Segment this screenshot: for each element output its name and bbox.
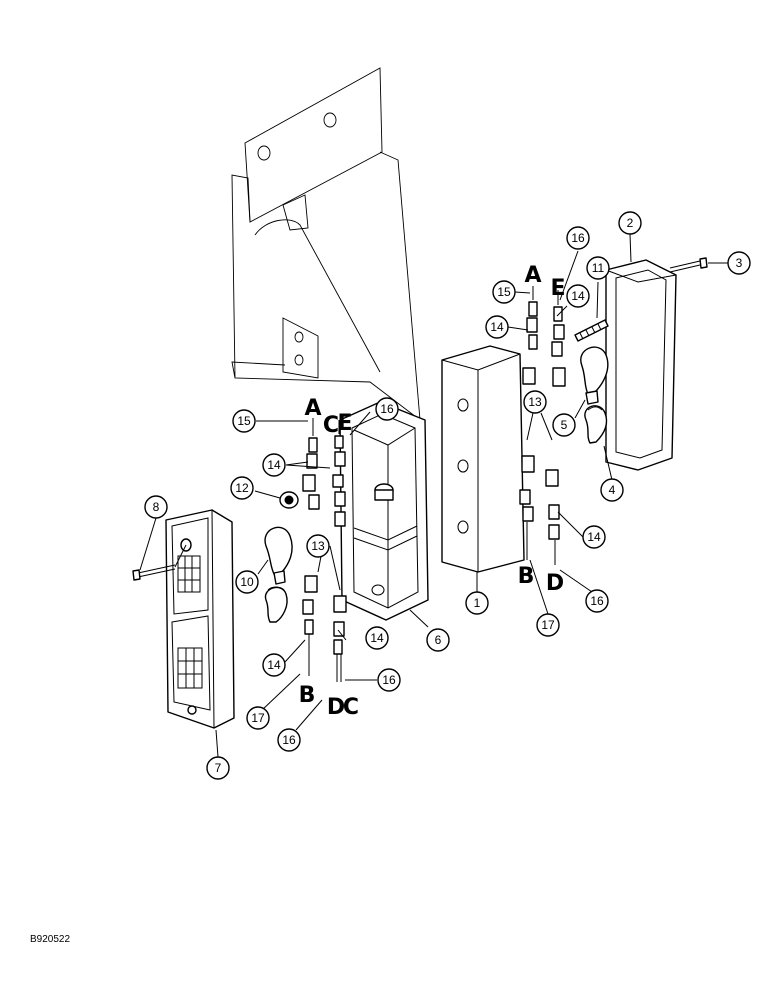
svg-text:7: 7 [215,761,222,775]
callout-14-left-top: 14 [262,453,286,477]
mounting-bracket [231,67,421,421]
connectors-right [519,286,566,565]
callout-7: 7 [206,756,230,780]
wire-letter-c-left-top: C [323,413,339,438]
callout-14-left-mid: 14 [365,626,389,650]
callout-6: 6 [426,628,450,652]
svg-text:16: 16 [571,231,585,245]
svg-text:16: 16 [382,673,396,687]
svg-text:11: 11 [592,261,605,275]
svg-text:1: 1 [474,596,481,610]
callout-12: 12 [230,476,254,500]
callout-1: 1 [465,591,489,615]
svg-text:12: 12 [235,481,249,495]
wire-letter-d-right: D [546,571,564,596]
svg-text:10: 10 [240,575,254,589]
svg-text:14: 14 [370,631,384,645]
svg-text:14: 14 [587,530,601,544]
callout-16-left-bottom: 16 [277,728,301,752]
svg-text:15: 15 [237,414,251,428]
svg-text:16: 16 [282,733,296,747]
leader-lines [139,233,728,758]
callout-11: 11 [586,256,610,280]
svg-text:14: 14 [267,458,281,472]
bulbs-left [264,526,293,623]
callout-17-right: 17 [536,613,560,637]
callout-13-left: 13 [306,534,330,558]
svg-text:13: 13 [311,539,325,553]
callout-13-right: 13 [523,390,547,414]
callout-8: 8 [144,495,168,519]
lamp-lens-left [165,509,235,729]
wire-letters: A E B D A C E B D C [299,263,566,720]
screw-11 [574,319,609,342]
svg-text:16: 16 [380,402,394,416]
svg-text:8: 8 [153,500,160,514]
bulb-5 [580,346,609,405]
svg-text:4: 4 [609,483,616,497]
screw-3 [669,257,708,273]
svg-text:5: 5 [561,418,568,432]
connectors-left [302,418,347,682]
callout-15-right: 15 [492,280,516,304]
svg-text:17: 17 [251,711,265,725]
callout-17-left: 17 [246,706,270,730]
wire-letter-a-right: A [524,263,541,288]
wire-letter-c-left-bottom: C [343,695,359,720]
wire-letter-e-left: E [337,411,352,436]
callout-16-left-top: 16 [375,397,399,421]
lamp-housing-left [339,401,429,621]
figure-id: B920522 [30,934,71,945]
callout-3: 3 [727,251,751,275]
callout-4: 4 [600,478,624,502]
svg-text:15: 15 [497,285,511,299]
svg-text:6: 6 [435,633,442,647]
callout-14-right-top: 14 [485,315,509,339]
svg-text:13: 13 [528,395,542,409]
svg-text:2: 2 [627,216,634,230]
wire-letter-a-left: A [304,396,321,421]
wire-letter-d-left: D [327,695,345,720]
svg-text:14: 14 [571,289,585,303]
svg-text:17: 17 [541,618,555,632]
svg-text:3: 3 [736,256,743,270]
svg-text:16: 16 [590,594,604,608]
callout-16-left-mid: 16 [377,668,401,692]
callouts: 1 2 3 4 5 6 7 8 10 11 12 13 13 13 14 14 … [144,211,751,780]
svg-text:14: 14 [267,658,281,672]
screw-8 [132,544,187,581]
wire-letter-b-right: B [518,564,535,589]
callout-16-right-bottom: 16 [585,589,609,613]
grommet-12 [279,491,299,509]
callout-5: 5 [552,413,576,437]
callout-14-right-upper: 14 [566,284,590,308]
lens-frame-right [605,259,677,471]
svg-text:14: 14 [490,320,504,334]
wire-letter-b-left: B [299,683,316,708]
callout-10: 10 [235,570,259,594]
wire-letter-e-right: E [550,276,565,301]
callout-14-left-lower: 14 [262,653,286,677]
callout-15-left: 15 [232,409,256,433]
callout-14-right-lower: 14 [582,525,606,549]
lamp-body-right [441,345,525,573]
bulb-4 [584,405,608,444]
callout-16-right-top: 16 [566,226,590,250]
callout-2: 2 [618,211,642,235]
